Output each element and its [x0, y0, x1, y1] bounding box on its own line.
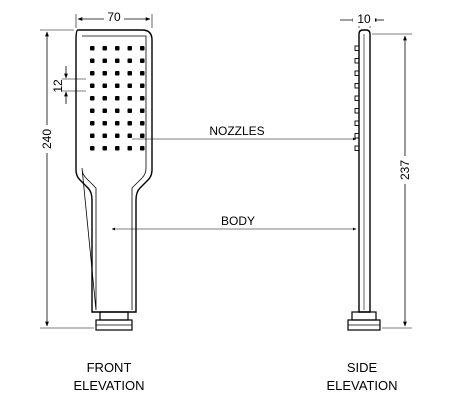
front-caption-line2: ELEVATION [73, 378, 144, 393]
dimension-side-depth: 10 [340, 12, 384, 28]
nozzle-grid [90, 46, 145, 151]
side-elevation: 10 237 SIDE ELEVATION [326, 12, 412, 393]
nozzle-dot [102, 146, 107, 151]
nozzle-dot [140, 108, 145, 113]
side-nozzle-bumps [354, 45, 360, 151]
nozzle-dot [127, 121, 132, 126]
side-height-value: 237 [398, 160, 412, 180]
nozzle-dot [140, 96, 145, 101]
front-head-outline [75, 29, 153, 313]
nozzle-dot [102, 121, 107, 126]
nozzle-dot [90, 133, 95, 138]
side-hose-connector [347, 311, 381, 331]
side-depth-value: 10 [357, 12, 371, 26]
dimension-front-height: 240 [38, 29, 94, 329]
side-body-outline [358, 29, 371, 313]
nozzle-dot [140, 133, 145, 138]
nozzle-dot [90, 58, 95, 63]
nozzle-dot [90, 121, 95, 126]
nozzle-pitch-value: 12 [51, 79, 65, 93]
dimension-front-width: 70 [75, 10, 153, 28]
nozzle-dot [90, 46, 95, 51]
callout-nozzles: NOZZLES [132, 124, 357, 141]
callout-body: BODY [111, 214, 357, 231]
front-width-value: 70 [107, 10, 121, 24]
nozzle-dot [127, 146, 132, 151]
nozzle-dot [127, 133, 132, 138]
nozzle-dot [127, 58, 132, 63]
nozzle-dot [102, 108, 107, 113]
front-caption-line1: FRONT [87, 360, 132, 375]
nozzle-dot [90, 108, 95, 113]
nozzle-dot [127, 96, 132, 101]
nozzle-dot [140, 58, 145, 63]
side-nozzle-bump [354, 145, 360, 151]
nozzle-dot [102, 46, 107, 51]
nozzle-dot [90, 83, 95, 88]
nozzle-dot [140, 146, 145, 151]
side-nozzle-bump [354, 95, 360, 101]
nozzle-dot [90, 96, 95, 101]
nozzle-dot [115, 96, 120, 101]
dimension-nozzle-pitch: 12 [51, 66, 86, 104]
side-nozzle-bump [354, 58, 360, 64]
side-nozzle-bump [354, 83, 360, 89]
nozzle-dot [115, 146, 120, 151]
nozzle-dot [102, 83, 107, 88]
dimension-side-height: 237 [372, 33, 412, 329]
nozzle-dot [90, 71, 95, 76]
nozzle-dot [140, 46, 145, 51]
nozzle-dot [127, 83, 132, 88]
nozzle-dot [115, 71, 120, 76]
front-elevation: 70 240 12 FRONT ELEVATION [38, 10, 153, 393]
nozzle-dot [115, 58, 120, 63]
nozzle-dot [127, 46, 132, 51]
nozzle-dot [115, 83, 120, 88]
nozzle-dot [90, 146, 95, 151]
nozzle-dot [127, 71, 132, 76]
front-plate-outline [81, 35, 147, 311]
side-nozzle-bump [354, 133, 360, 139]
nozzle-dot [115, 108, 120, 113]
nozzle-dot [115, 46, 120, 51]
nozzle-dot [115, 121, 120, 126]
nozzle-dot [127, 108, 132, 113]
nozzles-label: NOZZLES [209, 124, 264, 138]
side-nozzle-bump [354, 45, 360, 51]
front-hose-connector [95, 311, 133, 331]
nozzle-dot [102, 133, 107, 138]
nozzle-dot [102, 71, 107, 76]
side-nozzle-bump [354, 108, 360, 114]
front-height-value: 240 [40, 129, 54, 149]
nozzle-dot [140, 71, 145, 76]
side-caption-line2: ELEVATION [326, 378, 397, 393]
side-nozzle-bump [354, 70, 360, 76]
nozzle-dot [140, 83, 145, 88]
nozzle-dot [102, 96, 107, 101]
side-caption-line1: SIDE [347, 360, 378, 375]
nozzle-dot [102, 58, 107, 63]
body-label: BODY [221, 214, 255, 228]
nozzle-dot [115, 133, 120, 138]
side-nozzle-bump [354, 120, 360, 126]
nozzle-dot [140, 121, 145, 126]
